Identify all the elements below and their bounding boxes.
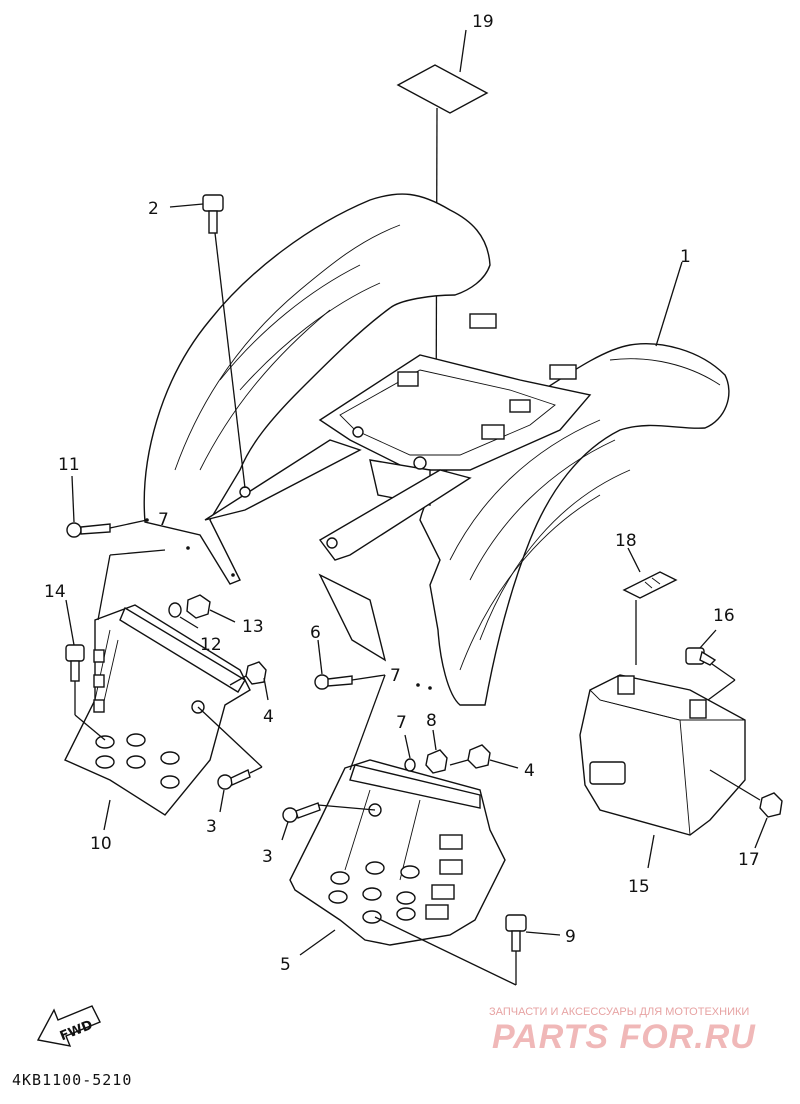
callout-15: 15 bbox=[628, 877, 650, 897]
callout-10: 10 bbox=[90, 834, 112, 854]
diagram-part-code: 4KB1100-5210 bbox=[12, 1071, 133, 1089]
part-15-toolbox bbox=[579, 674, 746, 869]
callout-5: 5 bbox=[280, 955, 291, 975]
callout-3-lower: 3 bbox=[262, 847, 273, 867]
callout-4-upper: 4 bbox=[263, 707, 274, 727]
part-9-bolt bbox=[374, 914, 561, 986]
part-5-right-footguard bbox=[289, 674, 506, 956]
callout-12: 12 bbox=[200, 635, 222, 655]
callout-13: 13 bbox=[242, 617, 264, 637]
callout-14: 14 bbox=[44, 582, 66, 602]
callout-4-lower: 4 bbox=[524, 761, 535, 781]
part-17-nut bbox=[709, 769, 783, 849]
callout-6: 6 bbox=[310, 623, 321, 643]
fwd-arrow-icon: FWD bbox=[36, 1005, 101, 1047]
part-4-nut-upper bbox=[229, 661, 269, 701]
callout-17: 17 bbox=[738, 850, 760, 870]
part-8-nut bbox=[425, 729, 448, 774]
part-3-screw-lower bbox=[281, 802, 376, 841]
part-3-screw-upper bbox=[197, 706, 263, 813]
part-12-washer bbox=[168, 602, 199, 629]
part-18-clip bbox=[622, 547, 678, 665]
callout-9: 9 bbox=[565, 927, 576, 947]
callout-7-mid: 7 bbox=[390, 666, 401, 686]
part-16-screw bbox=[685, 629, 736, 701]
callout-19: 19 bbox=[472, 12, 494, 32]
part-1-rear-fender bbox=[143, 193, 730, 706]
watermark-tagline: ЗАПЧАСТИ И АКСЕССУАРЫ ДЛЯ МОТОТЕХНИКИ bbox=[489, 1006, 750, 1018]
callout-2: 2 bbox=[148, 199, 159, 219]
part-6-screw bbox=[314, 639, 386, 690]
watermark-brand: PARTS FOR.RU bbox=[492, 1018, 756, 1056]
callout-7-left: 7 bbox=[158, 510, 169, 530]
callout-11: 11 bbox=[58, 455, 80, 475]
callout-1: 1 bbox=[680, 247, 691, 267]
part-11-screw bbox=[66, 475, 148, 538]
part-4-nut-lower bbox=[449, 744, 519, 769]
callout-3-upper: 3 bbox=[206, 817, 217, 837]
callout-18: 18 bbox=[615, 531, 637, 551]
part-14-bolt bbox=[65, 599, 106, 741]
part-13-nut bbox=[186, 594, 236, 623]
part-2-bolt bbox=[169, 194, 246, 489]
part-7-washer bbox=[404, 734, 416, 772]
callout-16: 16 bbox=[713, 606, 735, 626]
callout-7-right: 7 bbox=[396, 713, 407, 733]
part-10-left-footguard bbox=[64, 549, 251, 831]
callout-8: 8 bbox=[426, 711, 437, 731]
